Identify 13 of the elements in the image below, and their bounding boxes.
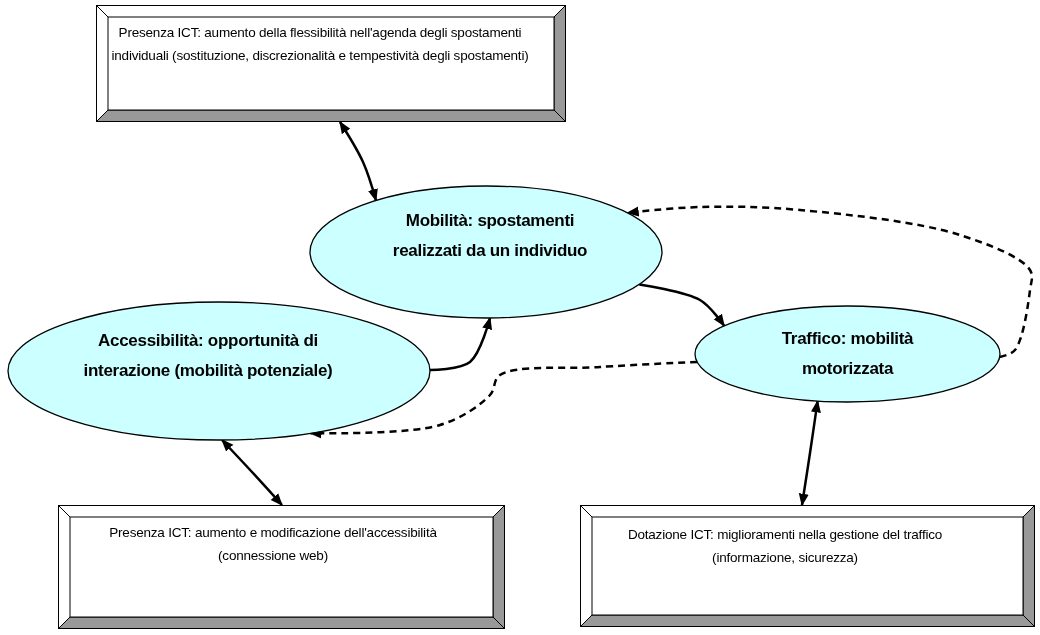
dashed-arrow [626, 205, 1034, 359]
node-title: Accessibilità: opportunità di interazione (mobilità potenziale) [82, 330, 334, 382]
node-text: Dotazione ICT: miglioramenti nella gestione del traffico (informazione, sicurezza) [626, 526, 944, 567]
node-title: Mobilità: spostamenti realizzati da un individuo [391, 210, 589, 262]
node-title: Traffico: mobilità motorizzata [780, 328, 915, 380]
arrow [639, 283, 726, 327]
dashed-arrow [309, 360, 698, 439]
arrow [798, 399, 821, 507]
node-text: Presenza ICT: aumento della flessibilità nell'agenda degli spostamenti individuali (sostituzione, discrezionalità e tempestività degli spostamenti) [110, 24, 530, 65]
node-text: Presenza ICT: aumento e modificazione dell'accessibilità (connessione web) [108, 524, 438, 565]
arrow [338, 120, 378, 202]
arrow [429, 316, 492, 372]
arrow [221, 439, 283, 506]
